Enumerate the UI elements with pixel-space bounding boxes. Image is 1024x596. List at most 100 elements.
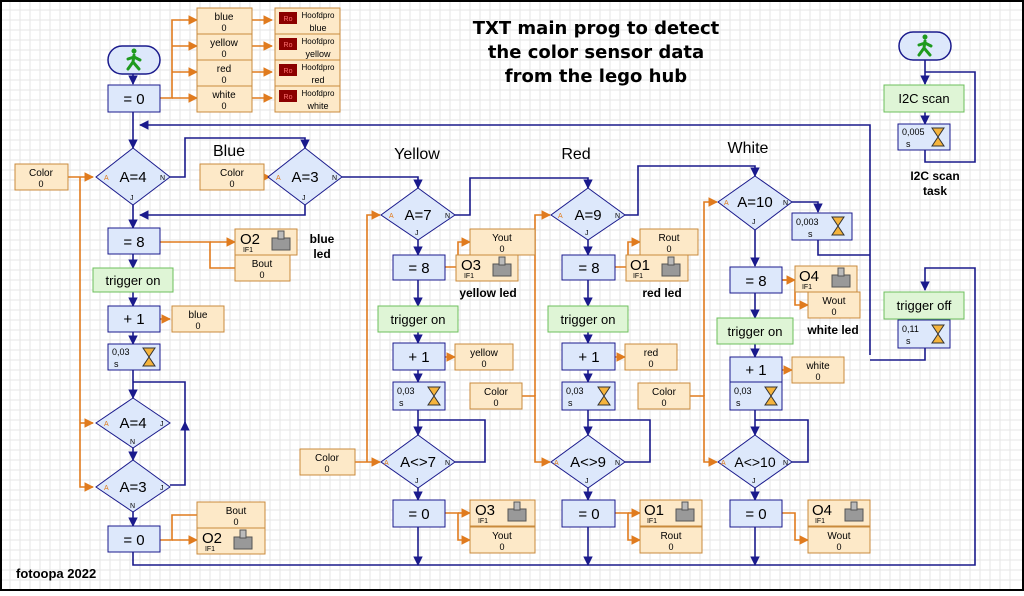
svg-text:white: white: [211, 90, 236, 101]
var-white[interactable]: white 0: [196, 85, 253, 113]
display-blue[interactable]: Ro Hoofdpro blue: [274, 7, 341, 35]
var-white-counter[interactable]: white 0: [791, 356, 845, 384]
trigger-on-yellow[interactable]: trigger on: [377, 305, 459, 333]
output-o4-on[interactable]: O4 IF1: [794, 265, 858, 293]
assign-zero-yellow[interactable]: = 0: [392, 499, 446, 528]
svg-text:trigger on: trigger on: [561, 312, 616, 327]
svg-text:0: 0: [493, 398, 498, 408]
svg-text:O2: O2: [202, 530, 222, 547]
var-blue[interactable]: blue 0: [196, 7, 253, 35]
wait-trigger-off[interactable]: 0,11 s: [897, 319, 951, 349]
decision-a-eq-4[interactable]: A=4 A N J: [95, 147, 171, 206]
output-o2-blue-off[interactable]: O2 IF1: [196, 527, 266, 555]
wait-red[interactable]: 0,03 s: [561, 381, 616, 411]
decision-a-eq-3-loop[interactable]: A=3 A J N: [95, 459, 171, 513]
var-color-input-3[interactable]: Color 0: [299, 448, 356, 476]
svg-text:A=10: A=10: [737, 194, 772, 211]
var-color-input-1[interactable]: Color 0: [14, 163, 69, 191]
svg-text:A<>7: A<>7: [400, 454, 436, 471]
output-o2-blue-on[interactable]: O2 IF1: [234, 228, 298, 256]
display-white[interactable]: Ro Hoofdpro white: [274, 85, 341, 113]
hourglass-icon: [931, 324, 945, 344]
hourglass-icon: [142, 347, 156, 367]
decision-a-ne-9[interactable]: A<>9 A N J: [550, 434, 626, 489]
svg-text:A: A: [721, 460, 726, 467]
output-o3-on[interactable]: O3 IF1: [455, 254, 519, 282]
output-o4-off[interactable]: O4 IF1: [807, 499, 871, 527]
var-bout-2[interactable]: Bout 0: [196, 501, 266, 529]
svg-text:+ 1: + 1: [578, 349, 599, 366]
svg-text:0,003: 0,003: [796, 217, 819, 227]
wait-white[interactable]: 0,03 s: [729, 381, 783, 411]
plus-one-red[interactable]: + 1: [561, 342, 616, 371]
assign-eight-yellow[interactable]: = 8: [392, 254, 446, 281]
var-red-counter[interactable]: red 0: [624, 343, 678, 371]
svg-text:A: A: [554, 460, 559, 467]
decision-a-eq-9[interactable]: A=9 A N J: [550, 187, 626, 241]
var-wout-2[interactable]: Wout 0: [807, 526, 871, 554]
svg-text:N: N: [160, 175, 165, 182]
svg-text:+ 1: + 1: [408, 349, 429, 366]
var-color-input-2[interactable]: Color 0: [199, 163, 265, 191]
svg-text:s: s: [808, 229, 813, 239]
var-blue-counter[interactable]: blue 0: [171, 305, 225, 333]
output-o3-off[interactable]: O3 IF1: [469, 499, 536, 527]
svg-text:IF1: IF1: [464, 273, 474, 280]
trigger-off[interactable]: trigger off: [883, 291, 965, 320]
svg-text:J: J: [302, 195, 306, 202]
var-color-input-5[interactable]: Color 0: [637, 382, 691, 410]
lamp-icon: [233, 529, 253, 550]
var-bout-1[interactable]: Bout 0: [234, 254, 291, 282]
assign-eight-red[interactable]: = 8: [561, 254, 616, 281]
display-yellow[interactable]: Ro Hoofdpro yellow: [274, 33, 341, 61]
decision-a-eq-7[interactable]: A=7 A N J: [380, 187, 456, 241]
decision-a-ne-7[interactable]: A<>7 A N J: [380, 434, 456, 489]
plus-one-blue[interactable]: + 1: [107, 305, 161, 333]
assign-zero-white[interactable]: = 0: [729, 499, 783, 528]
led-label-red: red led: [642, 286, 681, 300]
section-label-white: White: [728, 140, 769, 157]
display-icon: [279, 12, 297, 24]
wait-blue[interactable]: 0,03 s: [107, 343, 161, 371]
decision-a-eq-4-loop[interactable]: A=4 A J N: [95, 397, 171, 449]
plus-one-yellow[interactable]: + 1: [392, 342, 446, 371]
wait-i2c[interactable]: 0,005 s: [897, 123, 951, 151]
svg-text:0: 0: [233, 517, 238, 527]
assign-zero-blue[interactable]: = 0: [107, 525, 161, 553]
svg-text:Hoofdpro: Hoofdpro: [302, 37, 335, 46]
start-node-i2c[interactable]: [898, 31, 952, 61]
var-yellow-counter[interactable]: yellow 0: [454, 343, 514, 371]
var-yellow[interactable]: yellow 0: [196, 33, 253, 61]
wait-yellow[interactable]: 0,03 s: [392, 381, 446, 411]
svg-text:A=3: A=3: [119, 479, 146, 496]
output-o1-on[interactable]: O1 IF1: [625, 254, 689, 282]
assign-zero-top[interactable]: = 0: [107, 84, 161, 113]
trigger-on-blue[interactable]: trigger on: [92, 267, 174, 293]
var-yout-2[interactable]: Yout 0: [469, 526, 536, 554]
svg-text:0,03: 0,03: [112, 347, 130, 357]
wait-white-short[interactable]: 0,003 s: [791, 212, 853, 241]
assign-zero-red[interactable]: = 0: [561, 499, 616, 528]
display-red[interactable]: Ro Hoofdpro red: [274, 59, 341, 87]
lamp-icon: [271, 230, 291, 251]
trigger-on-white[interactable]: trigger on: [716, 317, 794, 345]
var-color-input-4[interactable]: Color 0: [469, 382, 523, 410]
var-wout-1[interactable]: Wout 0: [807, 291, 861, 319]
decision-a-eq-3-blue[interactable]: A=3 A N J: [267, 147, 343, 206]
start-node-main[interactable]: [107, 45, 161, 75]
i2c-scan-box[interactable]: I2C scan: [883, 84, 965, 113]
var-red[interactable]: red 0: [196, 59, 253, 87]
svg-text:Yout: Yout: [492, 531, 512, 542]
var-yout-1[interactable]: Yout 0: [469, 228, 536, 256]
plus-one-white[interactable]: + 1: [729, 356, 783, 384]
svg-text:= 0: = 0: [745, 506, 766, 523]
output-o1-off[interactable]: O1 IF1: [639, 499, 703, 527]
var-rout-1[interactable]: Rout 0: [639, 228, 699, 256]
svg-text:0: 0: [499, 244, 504, 254]
decision-a-eq-10[interactable]: A=10 A N J: [717, 175, 793, 231]
decision-a-ne-10[interactable]: A<>10 A N J: [717, 434, 793, 489]
assign-eight-blue[interactable]: = 8: [107, 227, 161, 255]
assign-eight-white[interactable]: = 8: [729, 266, 783, 294]
trigger-on-red[interactable]: trigger on: [547, 305, 629, 333]
var-rout-2[interactable]: Rout 0: [639, 526, 703, 554]
